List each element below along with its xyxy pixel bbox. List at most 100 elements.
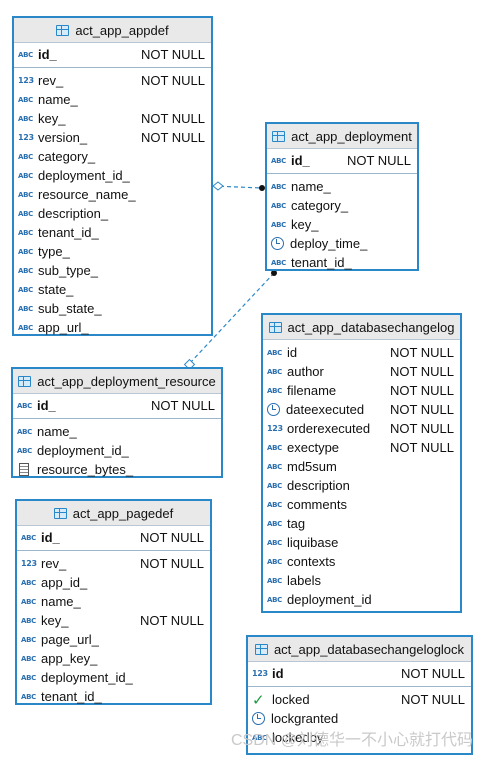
text-type-icon: ABC — [21, 533, 36, 542]
link-deployment-dot-2 — [271, 270, 277, 276]
not-null-flag: NOT NULL — [139, 530, 204, 545]
table-title: act_app_databasechangeloglock — [273, 641, 465, 657]
column-row[interactable]: ABC md5sum — [263, 457, 460, 476]
text-type-icon: ABC — [267, 557, 282, 566]
column-row[interactable]: ABC deployment_id — [263, 590, 460, 609]
text-type-icon: ABC — [17, 446, 32, 455]
table-header[interactable]: act_app_appdef — [14, 18, 211, 43]
table-header[interactable]: act_app_databasechangelog — [263, 315, 460, 340]
column-row[interactable]: lockgranted — [248, 709, 471, 728]
table-title: act_app_pagedef — [72, 505, 174, 521]
text-type-icon: ABC — [271, 201, 286, 210]
table-icon — [53, 507, 67, 519]
link-appdef-diamond — [212, 181, 224, 191]
column-name: tag — [287, 516, 306, 531]
table-header[interactable]: act_app_databasechangeloglock — [248, 637, 471, 662]
table-icon — [18, 375, 32, 387]
text-type-icon: ABC — [267, 462, 282, 471]
text-type-icon: ABC — [21, 616, 36, 625]
table-header[interactable]: act_app_deployment — [267, 124, 417, 149]
table-title: act_app_deployment_resource — [37, 373, 216, 389]
column-name: liquibase — [287, 535, 339, 550]
text-type-icon: ABC — [267, 595, 282, 604]
not-null-flag: NOT NULL — [139, 556, 204, 571]
column-name: md5sum — [287, 459, 337, 474]
column-name: id_ — [291, 153, 310, 168]
number-type-icon: 123 — [21, 559, 37, 568]
column-name: app_id_ — [41, 575, 88, 590]
table-header[interactable]: act_app_deployment_resource — [13, 369, 221, 394]
column-row[interactable]: resource_bytes_ — [13, 460, 221, 479]
column-row[interactable]: deploy_time_ — [267, 234, 417, 253]
column-row[interactable]: 123 rev_ NOT NULL — [17, 554, 210, 573]
table-header[interactable]: act_app_pagedef — [17, 501, 210, 526]
column-name: deployment_id_ — [38, 168, 130, 183]
number-type-icon: 123 — [18, 76, 34, 85]
column-name: deployment_id — [287, 592, 372, 607]
column-name: deploy_time_ — [290, 236, 368, 251]
column-name: id — [287, 345, 298, 360]
text-type-icon: ABC — [252, 733, 267, 742]
column-name: rev_ — [41, 556, 67, 571]
column-name: tenant_id_ — [38, 225, 99, 240]
column-name: description — [287, 478, 350, 493]
table-title: act_app_databasechangelog — [287, 319, 455, 335]
not-null-flag: NOT NULL — [150, 398, 215, 413]
column-name: key_ — [38, 111, 66, 126]
